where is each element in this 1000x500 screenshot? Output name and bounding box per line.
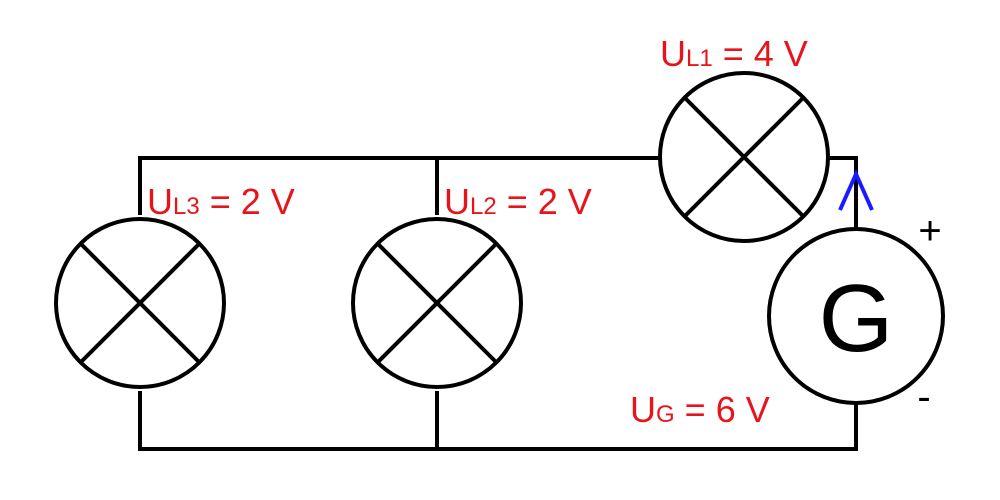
label-u-g: UG = 6 V (630, 389, 770, 430)
wires (138, 156, 858, 451)
lamp-l3 (54, 217, 226, 389)
current-arrow-icon (838, 169, 874, 211)
generator: G + - (767, 209, 945, 419)
lamp-l1-cross-b (683, 96, 805, 218)
label-u-l2: UL2 = 2 V (444, 181, 592, 222)
lamp-l2-cross-b (376, 242, 498, 364)
lamp-l2 (351, 217, 523, 389)
lamp-l1 (658, 71, 830, 243)
lamp-l3-cross-b (78, 241, 202, 365)
generator-symbol: G (819, 265, 894, 372)
label-u-l3: UL3 = 2 V (147, 181, 295, 222)
generator-body (767, 227, 945, 405)
generator-minus: - (917, 375, 930, 419)
label-u-l1: UL1 = 4 V (660, 33, 808, 74)
generator-plus: + (918, 209, 941, 253)
